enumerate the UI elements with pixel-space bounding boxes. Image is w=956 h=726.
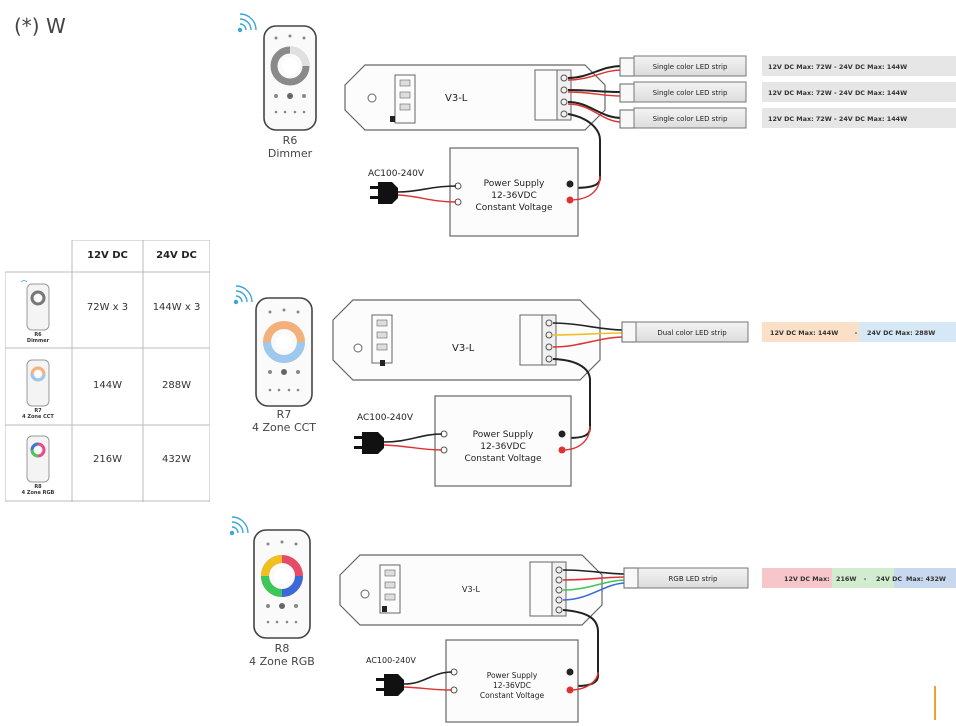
cell-r8-24v: 432W xyxy=(162,454,191,465)
section-r6: Single color LED strip Single color LED … xyxy=(237,13,956,237)
remote-r6-icon xyxy=(263,25,317,131)
plug-r8-icon xyxy=(376,671,453,696)
ac-label-r8: AC100-240V xyxy=(366,656,416,665)
spec-text-r8-b: 216W xyxy=(836,575,856,583)
row-label-r8: R8 4 Zone RGB xyxy=(17,484,59,496)
mini-remote-r8-icon xyxy=(26,435,50,483)
spec-bar-r7: 12V DC Max: 144W - 24V DC Max: 288W xyxy=(762,322,956,342)
spec-text-r8-c: 24V DC xyxy=(876,575,902,583)
psu-r6-line3: Constant Voltage xyxy=(475,203,553,213)
remote-r8-icon xyxy=(253,529,311,639)
remote-label-r6: R6 Dimmer xyxy=(262,134,318,160)
psu-r7-line2: 12-36VDC xyxy=(480,442,526,452)
cell-r6-24v: 144W x 3 xyxy=(152,302,201,313)
psu-r7-line3: Constant Voltage xyxy=(464,454,542,464)
table-grid xyxy=(5,240,210,502)
spec-bar-r6-1: 12V DC Max: 72W - 24V DC Max: 144W xyxy=(762,56,956,76)
psu-r7: Power Supply 12-36VDC Constant Voltage xyxy=(434,395,572,487)
controller-label-r8: V3-L xyxy=(462,585,480,594)
strip-label-r6-1: Single color LED strip xyxy=(653,63,728,71)
spec-text-r6-2: 12V DC Max: 72W - 24V DC Max: 144W xyxy=(768,89,907,97)
strip-label-r7-1: Dual color LED strip xyxy=(657,329,727,337)
row-label-r6-desc: Dimmer xyxy=(26,338,50,344)
wifi-icon-r7 xyxy=(233,285,253,305)
section-r7: Dual color LED strip 12V DC Max: 144W - … xyxy=(233,285,956,487)
corner-title: (*) W xyxy=(14,14,66,38)
strip-label-r6-3: Single color LED strip xyxy=(653,115,728,123)
remote-r8-name: R8 xyxy=(274,642,290,655)
remote-r7-icon xyxy=(255,297,313,407)
row-label-r6: R6 Dimmer xyxy=(17,332,59,344)
header-24v: 24V DC xyxy=(156,250,197,261)
remote-r7-name: R7 xyxy=(276,408,292,421)
strip-label-r8-1: RGB LED strip xyxy=(669,575,718,583)
section-r8: RGB LED strip 12V DC Max: 216W - 24V DC … xyxy=(229,516,956,723)
psu-r6-line2: 12-36VDC xyxy=(491,191,537,201)
controller-r7 xyxy=(332,299,601,381)
remote-r6-desc: Dimmer xyxy=(267,147,313,160)
row-label-r8-desc: 4 Zone RGB xyxy=(21,490,55,496)
strip-r6-2: Single color LED strip xyxy=(633,81,747,103)
row-label-r7-desc: 4 Zone CCT xyxy=(22,414,54,420)
spec-text-r7-b: 24V DC Max: 288W xyxy=(867,329,935,337)
remote-r8-desc: 4 Zone RGB xyxy=(249,655,315,668)
cell-r8-12v: 216W xyxy=(93,454,122,465)
mini-remote-r7-icon xyxy=(26,359,50,407)
psu-r8-line1: Power Supply xyxy=(487,671,538,680)
spec-text-r8-a: 12V DC Max: xyxy=(784,575,830,583)
psu-r8-line3: Constant Voltage xyxy=(480,691,545,700)
controller-label-r7: V3-L xyxy=(452,343,475,354)
wifi-icon-r8 xyxy=(229,516,249,536)
spec-bar-r6-2: 12V DC Max: 72W - 24V DC Max: 144W xyxy=(762,82,956,102)
row-label-r7: R7 4 Zone CCT xyxy=(17,408,59,420)
strip-r7-1: Dual color LED strip xyxy=(635,321,749,343)
controller-label-r6: V3-L xyxy=(445,93,468,104)
strip-connector-r7 xyxy=(621,321,637,343)
psu-r8: Power Supply 12-36VDC Constant Voltage xyxy=(445,639,579,723)
psu-r7-line1: Power Supply xyxy=(473,430,534,440)
remote-r7-desc: 4 Zone CCT xyxy=(251,421,317,434)
cell-r6-12v: 72W x 3 xyxy=(86,302,129,313)
header-12v: 12V DC xyxy=(87,250,128,261)
strip-connector-r8 xyxy=(623,567,639,589)
plug-r7-icon xyxy=(354,432,443,454)
remote-r6-name: R6 xyxy=(282,134,298,147)
spec-text-r7-dash: - xyxy=(855,329,858,337)
psu-r8-line2: 12-36VDC xyxy=(493,681,531,690)
psu-r6: Power Supply 12-36VDC Constant Voltage xyxy=(449,147,579,237)
cell-r7-12v: 144W xyxy=(93,380,122,391)
ac-label-r7: AC100-240V xyxy=(357,413,414,423)
plug-r6-icon xyxy=(370,182,457,204)
spec-text-r6-1: 12V DC Max: 72W - 24V DC Max: 144W xyxy=(768,63,907,71)
spec-text-r6-3: 12V DC Max: 72W - 24V DC Max: 144W xyxy=(768,115,907,123)
wifi-icon-r6 xyxy=(237,13,257,33)
strip-r6-1: Single color LED strip xyxy=(633,55,747,77)
row-label-r8-name: R8 xyxy=(34,484,42,490)
spec-bar-r6-3: 12V DC Max: 72W - 24V DC Max: 144W xyxy=(762,108,956,128)
controller-r8 xyxy=(339,554,603,626)
spec-text-r7-a: 12V DC Max: 144W xyxy=(770,329,838,337)
row-label-r6-name: R6 xyxy=(34,332,42,338)
strip-r8-1: RGB LED strip xyxy=(637,567,749,589)
wattage-table: 12V DC 24V DC R6 Dimmer 72W x 3 144W x 3… xyxy=(5,240,210,502)
strip-connectors-r6 xyxy=(619,57,635,129)
spec-text-r8-d: Max: 432W xyxy=(906,575,946,583)
controller-r6 xyxy=(344,64,606,131)
ac-label-r6: AC100-240V xyxy=(368,169,425,179)
spec-text-r8-dash: - xyxy=(864,575,867,583)
cell-r7-24v: 288W xyxy=(162,380,191,391)
mini-remote-r6-icon xyxy=(20,280,50,331)
psu-r6-line1: Power Supply xyxy=(484,179,545,189)
remote-label-r7: R7 4 Zone CCT xyxy=(240,408,328,434)
strip-r6-3: Single color LED strip xyxy=(633,107,747,129)
spec-bar-r8: 12V DC Max: 216W - 24V DC Max: 432W xyxy=(762,568,956,588)
strip-label-r6-2: Single color LED strip xyxy=(653,89,728,97)
row-label-r7-name: R7 xyxy=(34,408,42,414)
remote-label-r8: R8 4 Zone RGB xyxy=(238,642,326,668)
